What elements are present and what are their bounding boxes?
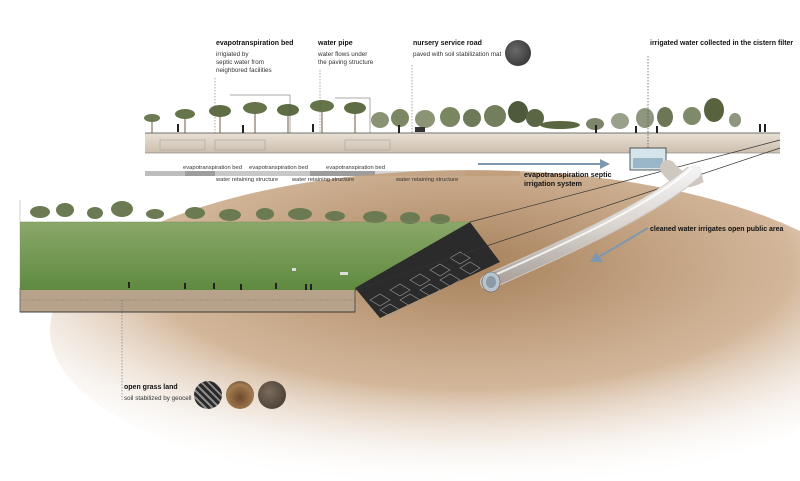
flow-arrow-right xyxy=(478,159,610,169)
grass-field xyxy=(20,222,470,290)
bracket-lines xyxy=(230,94,371,133)
water-pipe xyxy=(480,160,704,293)
segment-label-wall-1: water retaining structure xyxy=(216,177,279,183)
soil-sample-icon xyxy=(226,381,254,409)
service-road-title: nursery service road xyxy=(413,40,482,47)
segment-label-bed-2: evapotranspiration bed xyxy=(249,165,308,171)
soil-cut-face xyxy=(19,287,356,313)
tree-row xyxy=(144,98,741,133)
flow-arrow-left xyxy=(590,227,649,262)
geocell-grid-icon xyxy=(194,381,222,409)
water-pipe-line2: the paving structure xyxy=(318,59,374,66)
stone-mat-icon xyxy=(258,381,286,409)
segment-label-wall-3: water retaining structure xyxy=(396,177,459,183)
segment-label-bed-3: evapotranspiration bed xyxy=(326,165,385,171)
cistern-title: irrigated water collected in the cistern… xyxy=(650,40,794,47)
water-pipe-line1: water flows under xyxy=(318,51,368,58)
segment-label-bed-1: evapotranspiration bed xyxy=(183,165,242,171)
service-road-icon xyxy=(505,40,531,66)
service-road-line1: paved with soil stabilization mat xyxy=(413,51,502,58)
grass-land-title: open grass land xyxy=(124,384,178,391)
evapo-bed-title: evapotranspiration bed xyxy=(216,40,294,47)
septic-system-line2: irrigation system xyxy=(524,179,582,188)
palm-tree-icon xyxy=(344,102,366,133)
people-figures xyxy=(177,124,766,133)
upper-section xyxy=(144,98,780,171)
geocell-block xyxy=(355,222,500,318)
palm-tree-icon xyxy=(144,114,160,133)
evapo-bed-line1: irrigiated by xyxy=(216,51,249,58)
palm-tree-icon xyxy=(243,102,267,133)
segment-label-wall-2: water retaining structure xyxy=(292,177,355,183)
palm-tree-icon xyxy=(277,104,299,133)
palm-tree-icon xyxy=(310,100,334,133)
evapo-bed-line3: neighbored facilities xyxy=(216,67,272,74)
water-pipe-title: water pipe xyxy=(318,40,353,47)
palm-tree-icon xyxy=(175,109,195,133)
evapo-bed-line2: septic water from xyxy=(216,59,264,66)
park-visitors xyxy=(128,268,348,290)
upper-soil-band xyxy=(145,133,780,153)
palm-tree-icon xyxy=(209,105,231,133)
septic-system-line1: evapotranspiration septic xyxy=(524,170,612,179)
grass-land-line1: soil stabilized by geocell xyxy=(124,395,192,402)
background-trees xyxy=(30,201,450,224)
cleaned-water-title: cleaned water irrigates open public area xyxy=(650,226,784,233)
perspective-ground xyxy=(19,139,800,481)
vehicle-icon xyxy=(415,127,425,132)
